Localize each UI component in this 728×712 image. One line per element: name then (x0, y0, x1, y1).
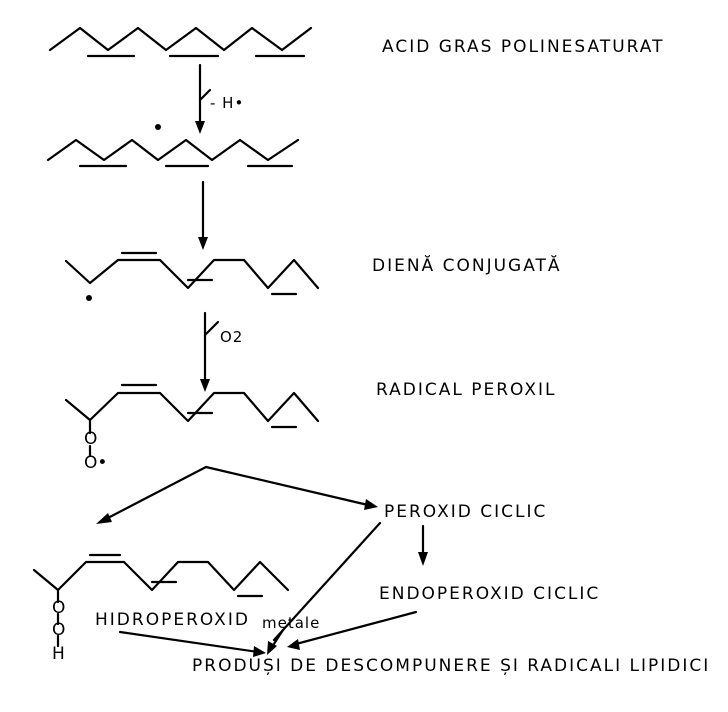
label-endoperoxide: ENDOPEROXID CICLIC (379, 584, 601, 604)
label-peroxyl: RADICAL PEROXIL (376, 380, 557, 400)
peroxyl-structure (64, 383, 320, 458)
peroxyl-oxygen-radical: O• (84, 453, 108, 473)
diene-structure (64, 251, 320, 301)
hydroperoxide-oxygen-1: O (52, 598, 66, 618)
arrows-branching (96, 465, 428, 566)
hydroperoxide-oxygen-2: O (52, 620, 66, 640)
label-cyclic-peroxide: PEROXID CICLIC (384, 502, 548, 522)
label-hydroperoxide: HIDROPEROXID (95, 610, 250, 630)
reagent-h-abstraction: - H• (210, 94, 245, 112)
hydroperoxide-hydrogen: H (52, 644, 65, 664)
diene-radical-dot (86, 295, 92, 301)
reagent-oxygen: O2 (220, 328, 244, 346)
label-diene: DIENĂ CONJUGATĂ (372, 256, 562, 276)
pufa-structure (48, 26, 313, 58)
label-metals: metale (262, 614, 321, 632)
radical-structure (46, 124, 300, 168)
peroxyl-oxygen: O (84, 429, 98, 449)
arrow-oxygen (200, 311, 220, 392)
arrow-h-abstraction (195, 63, 212, 134)
arrows-converging (118, 521, 418, 657)
arrow-rearrangement (198, 180, 208, 250)
label-products: PRODUȘI DE DESCOMPUNERE ȘI RADICALI LIPI… (192, 656, 711, 676)
label-pufa: ACID GRAS POLINESATURAT (382, 37, 665, 57)
radical-dot (155, 124, 161, 130)
hydroperoxide-structure (32, 553, 290, 648)
